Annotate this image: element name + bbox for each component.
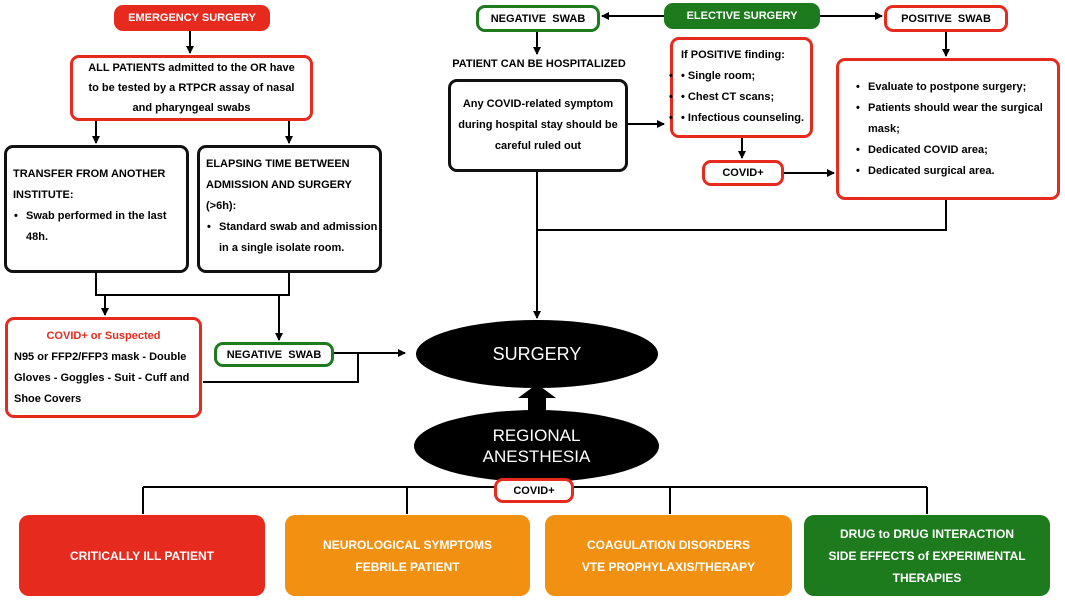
elective-negative-swab: NEGATIVE SWAB — [476, 5, 600, 32]
positive-swab-label: POSITIVE SWAB — [901, 12, 991, 25]
positive-swab: POSITIVE SWAB — [884, 5, 1008, 32]
symptom-line-1: Any COVID-related symptom — [462, 98, 614, 110]
surgery-node: SURGERY — [416, 320, 658, 388]
positive-finding-bullet: • Chest CT scans; — [669, 87, 810, 108]
all-patients-line-2: to be tested by a RTPCR assay of nasal — [88, 82, 295, 94]
symptom-line-2: during hospital stay should be — [458, 119, 618, 131]
positive-finding-bullets: • Single room; • Chest CT scans; • Infec… — [669, 66, 810, 129]
symptom-line-3: careful ruled out — [494, 140, 582, 152]
all-patients-line-3: and pharyngeal swabs — [132, 102, 251, 114]
covid-suspected-line-2: Gloves - Goggles - Suit - Cuff and — [14, 372, 190, 384]
positive-finding-bullet: • Single room; — [669, 66, 810, 87]
surgery-label: SURGERY — [492, 343, 582, 364]
regional-anesthesia-node: REGIONAL ANESTHESIA — [414, 410, 659, 482]
covid-suspected-box: COVID+ or Suspected N95 or FFP2/FFP3 mas… — [5, 317, 202, 418]
critically-ill-box: CRITICALLY ILL PATIENT — [19, 515, 265, 596]
neurological-line-2: FEBRILE PATIENT — [355, 559, 460, 574]
covid-suspected-line-3: Shoe Covers — [14, 393, 82, 405]
elective-covid-plus: COVID+ — [702, 160, 784, 186]
regional-anesthesia-line-2: ANESTHESIA — [482, 447, 591, 466]
evaluate-bullet: Dedicated surgical area. — [856, 161, 1057, 182]
drug-interaction-line-2: SIDE EFFECTS of EXPERIMENTAL — [828, 548, 1026, 563]
neurological-line-1: NEUROLOGICAL SYMPTOMS — [323, 537, 492, 552]
elapsing-time-box: ELAPSING TIME BETWEEN ADMISSION AND SURG… — [197, 145, 382, 273]
coagulation-line-1: COAGULATION DISORDERS — [586, 537, 751, 552]
emergency-negative-swab: NEGATIVE SWAB — [214, 342, 334, 367]
emergency-negative-swab-label: NEGATIVE SWAB — [226, 348, 322, 361]
elapsing-line-3: (>6h): — [206, 200, 237, 212]
drug-interaction-line-1: DRUG to DRUG INTERACTION — [840, 526, 1014, 541]
up-arrow-anesthesia-to-surgery — [518, 384, 556, 411]
bottom-covid-plus: COVID+ — [494, 478, 574, 503]
emergency-surgery-label: EMERGENCY SURGERY — [128, 12, 256, 24]
positive-finding-box: If POSITIVE finding: • Single room; • Ch… — [669, 37, 813, 138]
elective-surgery-title: ELECTIVE SURGERY — [664, 3, 820, 29]
drug-interaction-line-3: THERAPIES — [892, 570, 962, 585]
bottom-covid-plus-label: COVID+ — [513, 484, 555, 497]
emergency-surgery-title: EMERGENCY SURGERY — [114, 5, 270, 31]
join-line — [95, 273, 290, 296]
elapsing-line-2: ADMISSION AND SURGERY — [206, 179, 352, 191]
symptom-box: Any COVID-related symptom during hospita… — [448, 79, 628, 172]
drug-interaction-box: DRUG to DRUG INTERACTION SIDE EFFECTS of… — [804, 515, 1050, 596]
regional-anesthesia-line-1: REGIONAL — [492, 426, 581, 445]
coagulation-box: COAGULATION DISORDERS VTE PROPHYLAXIS/TH… — [545, 515, 792, 596]
transfer-box: TRANSFER FROM ANOTHER INSTITUTE: Swab pe… — [4, 145, 189, 273]
critically-ill-label: CRITICALLY ILL PATIENT — [69, 548, 214, 563]
evaluate-box: Evaluate to postpone surgery; Patients s… — [836, 58, 1060, 200]
neurological-box: NEUROLOGICAL SYMPTOMS FEBRILE PATIENT — [285, 515, 530, 596]
evaluate-bullet: Evaluate to postpone surgery; — [856, 77, 1057, 98]
covid-suspected-line-1: N95 or FFP2/FFP3 mask - Double — [14, 351, 187, 363]
transfer-line-2: INSTITUTE: — [13, 189, 74, 201]
evaluate-bullets: Evaluate to postpone surgery; Patients s… — [855, 77, 1057, 182]
coagulation-line-2: VTE PROPHYLAXIS/THERAPY — [581, 559, 756, 574]
positive-finding-bullet: • Infectious counseling. — [669, 108, 810, 129]
positive-finding-title: If POSITIVE finding: — [681, 49, 785, 61]
elective-surgery-label: ELECTIVE SURGERY — [686, 10, 798, 22]
covid-suspected-title: COVID+ or Suspected — [46, 330, 161, 342]
transfer-line-1: TRANSFER FROM ANOTHER — [13, 168, 166, 180]
evaluate-to-surgery-line — [537, 200, 947, 231]
evaluate-bullet: Dedicated COVID area; — [856, 140, 1057, 161]
all-patients-box: ALL PATIENTS admitted to the OR have to … — [70, 55, 313, 121]
elapsing-line-1: ELAPSING TIME BETWEEN — [206, 158, 350, 170]
elective-negative-swab-label: NEGATIVE SWAB — [490, 12, 586, 25]
hospitalized-label: PATIENT CAN BE HOSPITALIZED — [452, 58, 626, 70]
all-patients-line-1: ALL PATIENTS admitted to the OR have — [88, 62, 295, 74]
elective-covid-plus-label: COVID+ — [722, 167, 764, 179]
covid-to-surgery-line — [203, 353, 359, 383]
